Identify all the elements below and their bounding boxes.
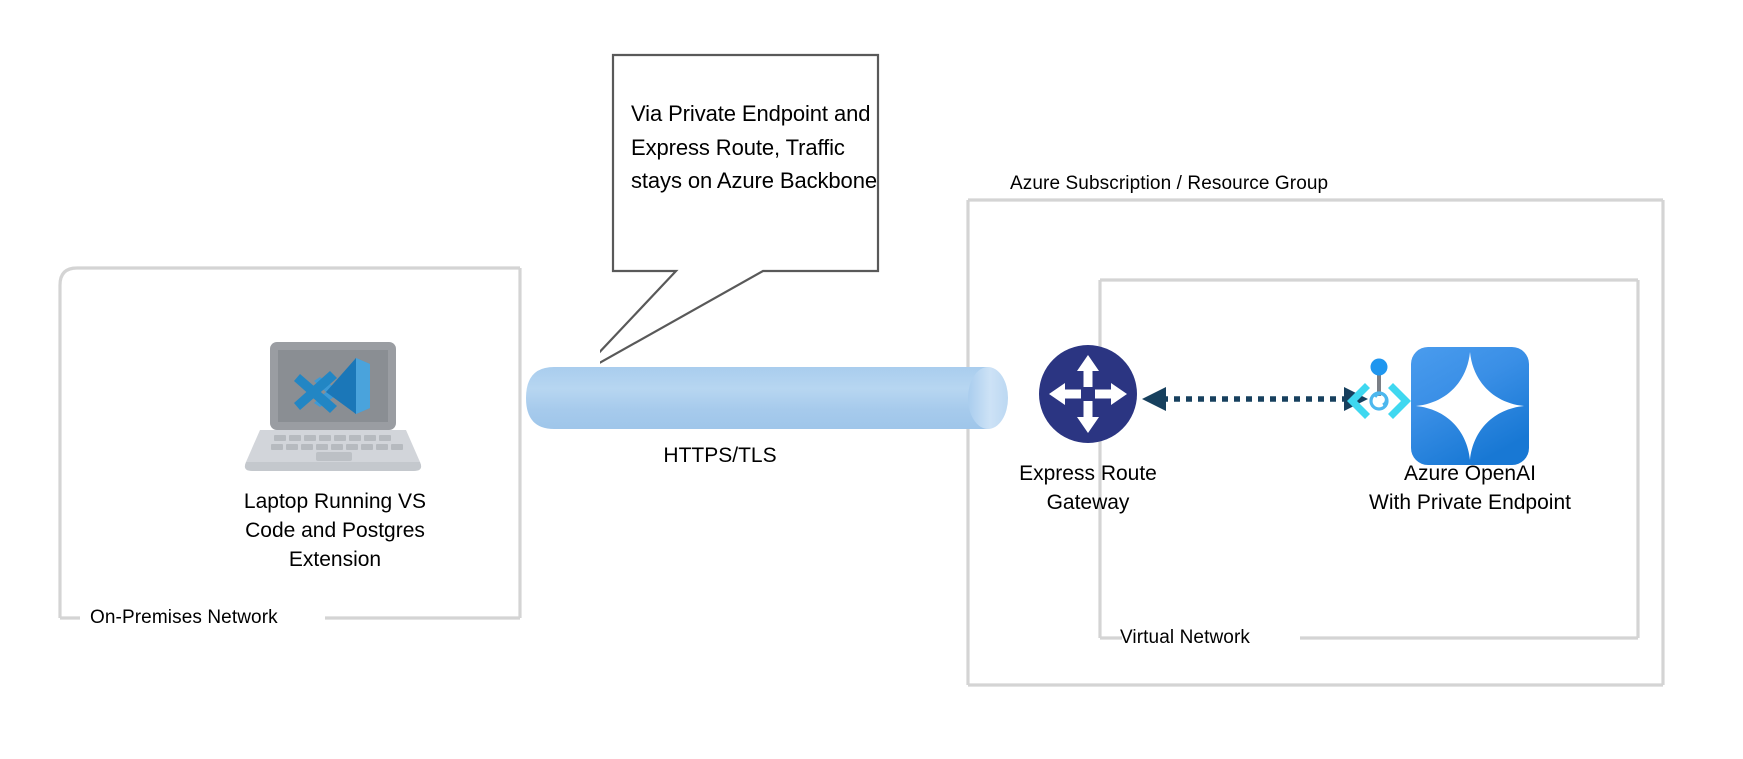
laptop-label: Laptop Running VS Code and Postgres Exte… [243,490,427,571]
private-link-arrow [1142,387,1368,411]
azure-openai-icon [1411,347,1529,465]
azure-openai-label: Azure OpenAI With Private Endpoint [1369,462,1571,514]
pipe-label-https-tls: HTTPS/TLS [663,444,777,467]
boundary-label-virtual-network: Virtual Network [1120,627,1250,648]
callout-text: Via Private Endpoint and Express Route, … [631,101,877,193]
https-tls-pipe [526,367,1008,429]
boundary-label-on-premises: On-Premises Network [90,607,278,628]
private-endpoint-icon [1347,358,1411,419]
laptop-vscode-icon [244,342,422,471]
express-route-gateway-icon [1039,345,1137,443]
express-route-gateway-label: Express Route Gateway [1019,462,1157,514]
boundary-label-azure-subscription: Azure Subscription / Resource Group [1010,173,1329,194]
callout-bubble [600,53,880,364]
